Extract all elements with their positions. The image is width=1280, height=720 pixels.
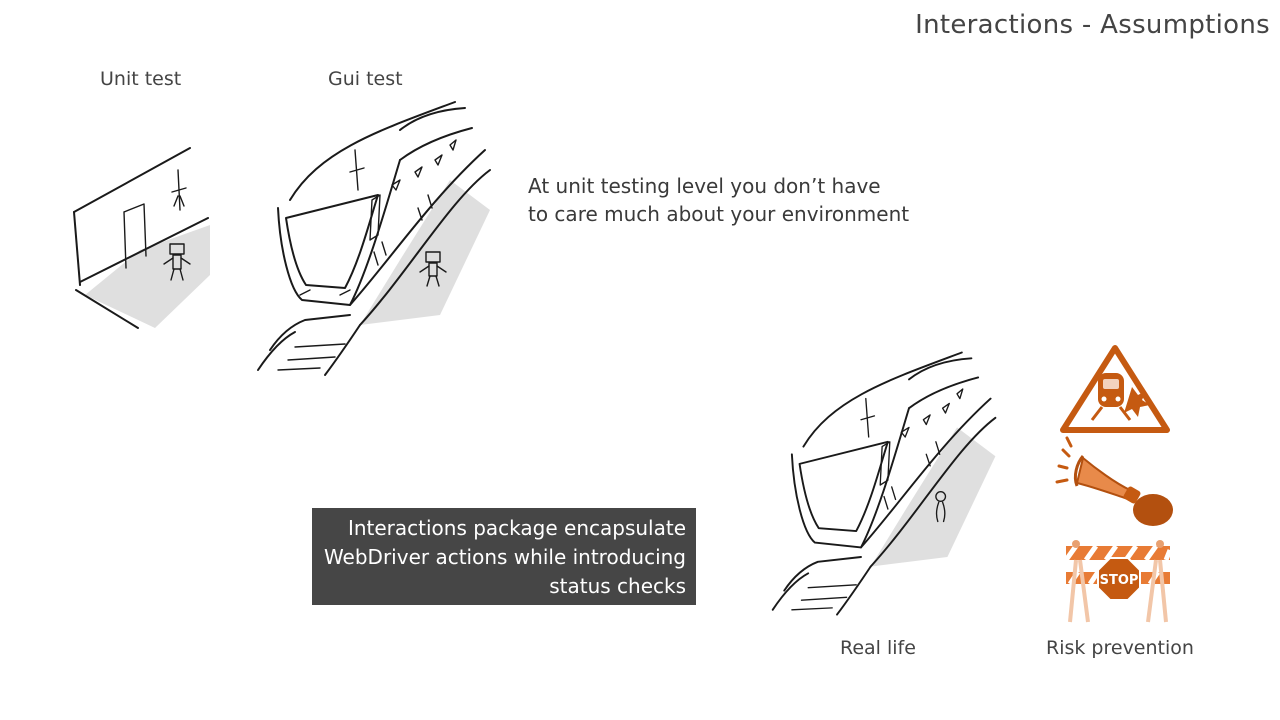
real-life-label: Real life bbox=[840, 637, 916, 659]
horn-icon bbox=[1055, 438, 1180, 530]
real-life-train-sketch bbox=[765, 345, 1005, 625]
callout-line-2: WebDriver actions while introducing bbox=[312, 543, 686, 572]
callout-line-1: Interactions package encapsulate bbox=[312, 514, 686, 543]
gui-test-label: Gui test bbox=[328, 68, 403, 90]
callout-line-3: status checks bbox=[312, 572, 686, 601]
stop-barrier-icon: STOP bbox=[1062, 538, 1174, 624]
train-warning-sign-icon bbox=[1060, 345, 1170, 433]
risk-prevention-label: Risk prevention bbox=[1046, 637, 1194, 659]
gui-test-train-sketch bbox=[250, 100, 500, 380]
description-line-1: At unit testing level you don’t have bbox=[528, 172, 948, 200]
unit-test-sketch bbox=[60, 140, 220, 340]
slide-title: Interactions - Assumptions bbox=[915, 10, 1270, 40]
unit-test-label: Unit test bbox=[100, 68, 181, 90]
interactions-callout-box: Interactions package encapsulate WebDriv… bbox=[312, 508, 696, 605]
stop-sign-text: STOP bbox=[1100, 573, 1139, 588]
description-text: At unit testing level you don’t have to … bbox=[528, 172, 948, 228]
description-line-2: to care much about your environment bbox=[528, 200, 948, 228]
